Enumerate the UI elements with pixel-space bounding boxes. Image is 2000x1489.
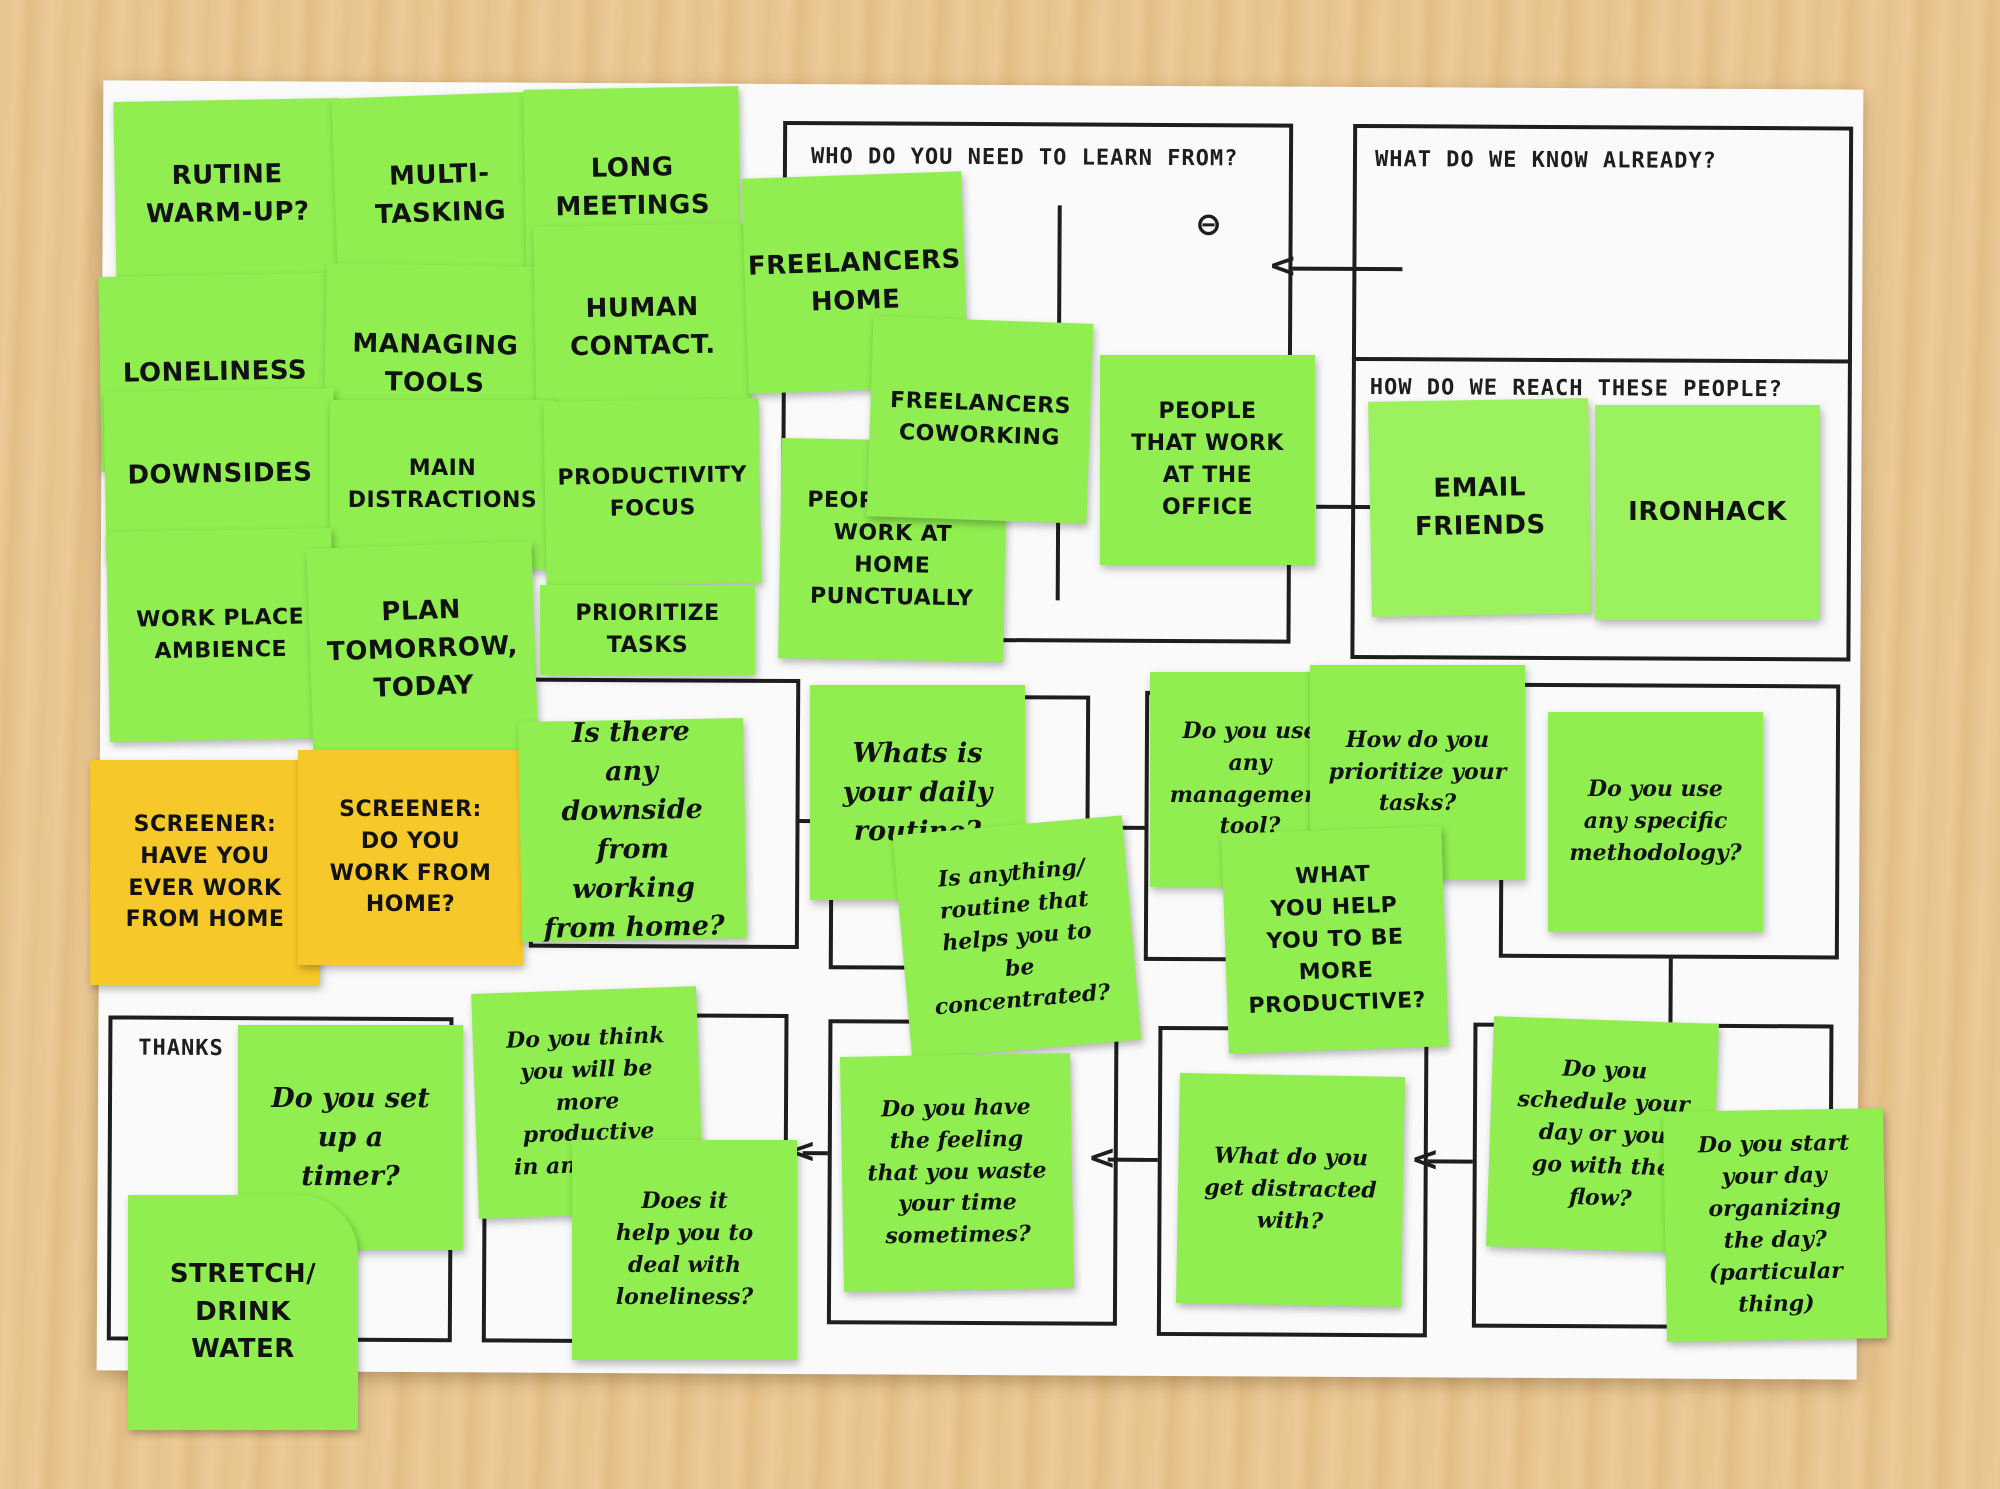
label-thanks: THANKS [138, 1035, 224, 1062]
sticky-people-office[interactable]: PEOPLE THAT WORK AT THE OFFICE [1100, 355, 1315, 565]
sticky-prioritize-tasks[interactable]: PRIORITIZE TASKS [540, 585, 755, 675]
arrow-line-b3 [802, 1151, 828, 1156]
sticky-downside-home[interactable]: Is there any downside from working from … [518, 718, 747, 942]
connector-down [1668, 958, 1673, 1029]
sticky-plan-tomorrow[interactable]: PLAN TOMORROW, TODAY [306, 541, 539, 759]
minus-symbol: ⊖ [1197, 204, 1221, 246]
arrow-left-icon: < [1268, 245, 1298, 286]
arrow-line-b1 [1427, 1159, 1473, 1164]
label-who-to-learn-from: WHO DO YOU NEED TO LEARN FROM? [810, 144, 1239, 172]
sticky-main-distractions[interactable]: MAIN DISTRACTIONS [330, 400, 555, 570]
label-what-we-know: WHAT DO WE KNOW ALREADY? [1374, 147, 1717, 174]
arrow-line-b2 [1107, 1157, 1158, 1162]
sticky-screener-1[interactable]: SCREENER: HAVE YOU EVER WORK FROM HOME [90, 760, 320, 985]
sticky-more-productive[interactable]: WHAT YOU HELP YOU TO BE MORE PRODUCTIVE? [1221, 826, 1449, 1054]
sticky-rutine[interactable]: RUTINE WARM-UP? [113, 98, 342, 292]
sticky-productivity-focus[interactable]: PRODUCTIVITY FOCUS [543, 398, 762, 587]
sticky-workplace-ambience[interactable]: WORK PLACE AMBIENCE [106, 528, 335, 742]
sticky-distracted-with[interactable]: What do you get distracted with? [1176, 1073, 1405, 1307]
sticky-ironhack[interactable]: IRONHACK [1595, 405, 1820, 620]
sticky-specific-methodology[interactable]: Do you use any specific methodology? [1548, 712, 1763, 932]
sticky-routine-concentrated[interactable]: Is anything/ routine that helps you to b… [892, 815, 1142, 1060]
sticky-email-friends[interactable]: EMAIL FRIENDS [1368, 398, 1592, 617]
sticky-loneliness-help[interactable]: Does it help you to deal with loneliness… [572, 1140, 797, 1360]
sticky-freelancers-coworking[interactable]: FREELANCERS COWORKING [866, 316, 1094, 524]
sticky-stretch-water[interactable]: STRETCH/ DRINK WATER [128, 1195, 358, 1430]
sticky-feeling-waste[interactable]: Do you have the feeling that you waste y… [839, 1053, 1075, 1292]
sticky-screener-2[interactable]: SCREENER: DO YOU WORK FROM HOME? [298, 750, 523, 965]
arrow-line-know [1292, 266, 1403, 272]
sticky-start-day[interactable]: Do you start your day organizing the day… [1663, 1108, 1887, 1342]
